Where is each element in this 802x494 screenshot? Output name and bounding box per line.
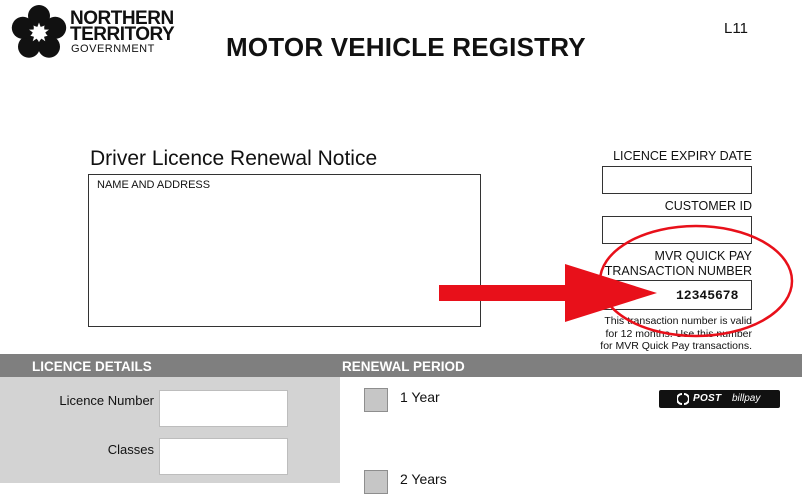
transaction-number-label: MVR QUICK PAY TRANSACTION NUMBER (605, 249, 752, 279)
post-billpay-logo: POST billpay (659, 390, 780, 408)
customer-id-field[interactable] (602, 216, 752, 244)
validity-note-line1: This transaction number is valid (604, 315, 752, 327)
validity-note-line3: for MVR Quick Pay transactions. (600, 340, 752, 352)
transaction-label-line2: TRANSACTION NUMBER (604, 264, 752, 278)
page-title: MOTOR VEHICLE REGISTRY (226, 32, 586, 62)
validity-note-line2: for 12 months. Use this number (605, 327, 752, 340)
org-name-line1: NORTHERN (70, 8, 174, 29)
org-name-line3: GOVERNMENT (71, 43, 155, 55)
post-billpay-icon (677, 393, 689, 405)
renewal-2-years-label: 2 Years (400, 471, 447, 487)
org-name-line2: TERRITORY (70, 24, 175, 45)
classes-field[interactable] (159, 438, 288, 475)
expiry-date-label: LICENCE EXPIRY DATE (613, 149, 752, 163)
renewal-period-heading: RENEWAL PERIOD (342, 359, 465, 374)
nt-government-logo-icon (11, 5, 67, 58)
name-address-box (88, 174, 481, 327)
classes-label: Classes (107, 442, 154, 457)
section-header-band (0, 354, 802, 377)
renewal-1-year-label: 1 Year (400, 389, 440, 405)
expiry-date-field[interactable] (602, 166, 752, 194)
licence-details-heading: LICENCE DETAILS (32, 359, 152, 374)
transaction-label-line1: MVR QUICK PAY (654, 249, 752, 263)
post-billpay-word1: POST (693, 393, 722, 404)
customer-id-label: CUSTOMER ID (664, 199, 752, 213)
post-billpay-word2: billpay (732, 393, 761, 404)
transaction-number-value: 12345678 (676, 288, 739, 303)
validity-note: This transaction number is valid for 12 … (600, 315, 752, 353)
licence-number-field[interactable] (159, 390, 288, 427)
form-code: L11 (724, 20, 748, 37)
notice-title: Driver Licence Renewal Notice (90, 147, 378, 170)
name-address-label: NAME AND ADDRESS (97, 179, 211, 191)
licence-number-label: Licence Number (59, 393, 154, 408)
renewal-2-years-checkbox[interactable] (364, 470, 388, 494)
renewal-1-year-checkbox[interactable] (364, 388, 388, 412)
